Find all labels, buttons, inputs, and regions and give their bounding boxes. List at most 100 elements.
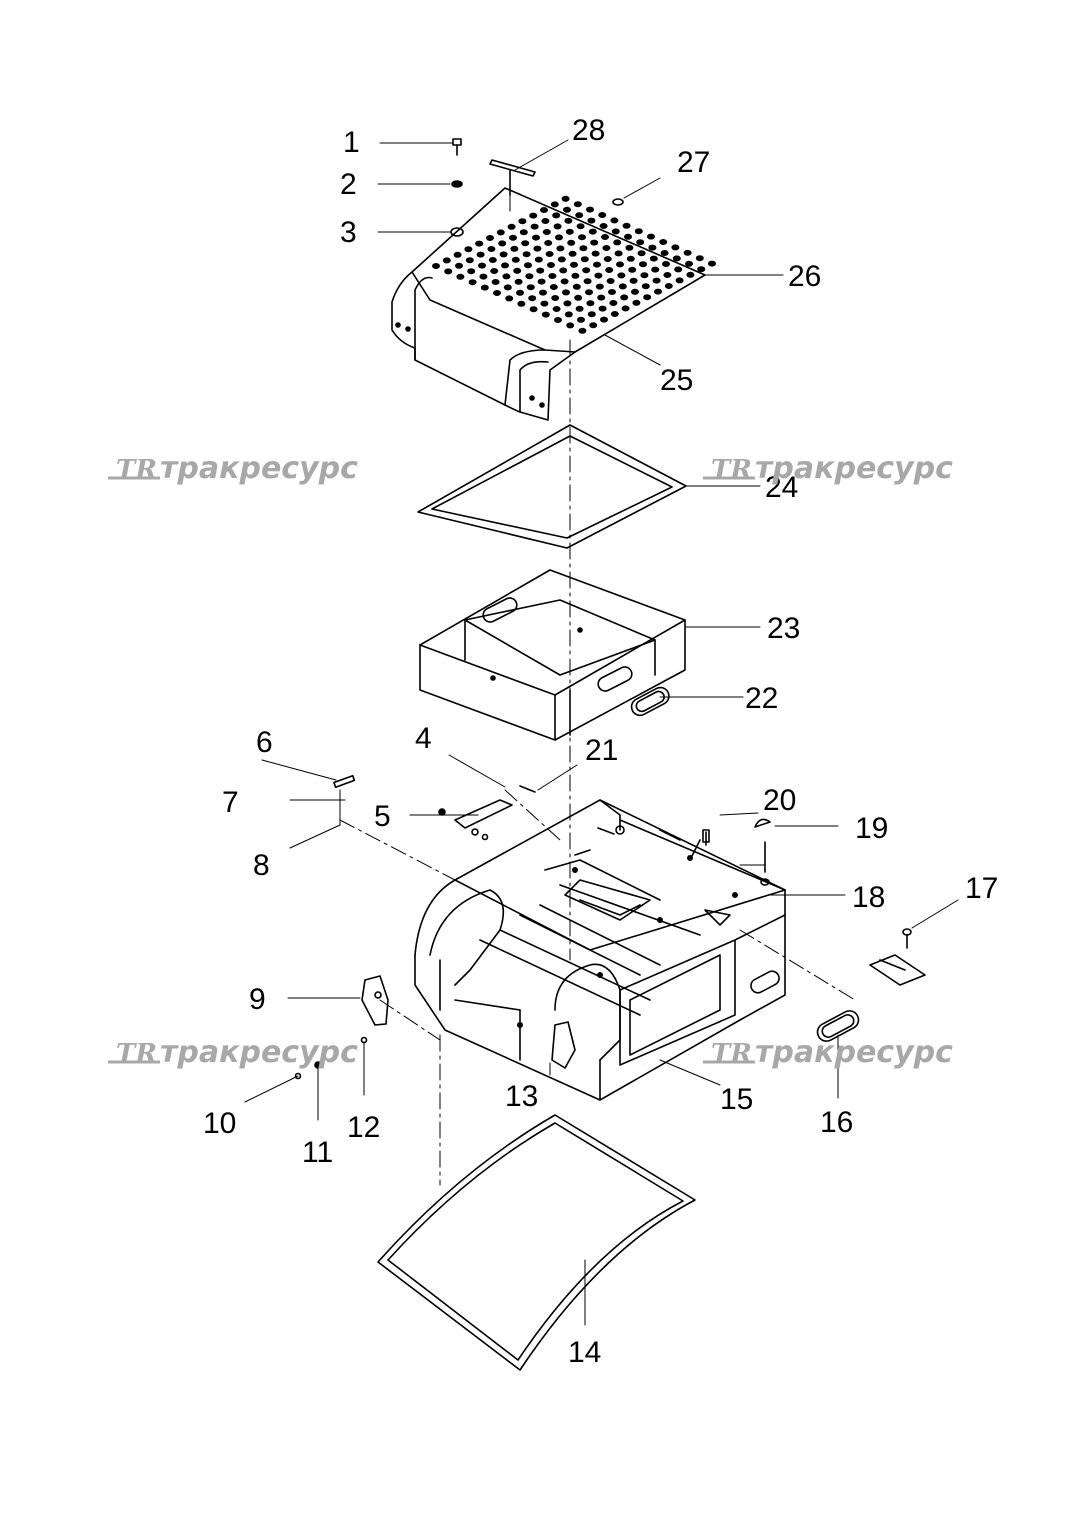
perforation-hole xyxy=(595,283,604,290)
perforation-hole xyxy=(502,273,511,280)
watermark-brand: тракресурс xyxy=(160,451,358,486)
perforation-hole xyxy=(590,239,599,246)
grommet-part-16 xyxy=(816,1010,860,1042)
grommet-part-22 xyxy=(630,686,670,717)
perforation-pattern xyxy=(431,195,717,334)
perforation-hole xyxy=(628,266,637,273)
watermark-logo: TR xyxy=(116,455,157,485)
perforation-hole xyxy=(649,255,658,262)
perforation-hole xyxy=(695,255,704,262)
callout-7: 7 xyxy=(222,786,239,819)
callout-6: 6 xyxy=(256,726,273,759)
perforation-hole xyxy=(617,272,626,279)
perforation-hole xyxy=(643,294,652,301)
perforation-hole xyxy=(468,279,477,286)
perforation-hole xyxy=(431,262,440,269)
perforation-hole xyxy=(453,251,462,258)
watermark-brand: тракресурс xyxy=(755,1035,953,1070)
perforation-hole xyxy=(505,295,514,302)
perforation-hole xyxy=(525,273,534,280)
perforation-hole xyxy=(571,272,580,279)
callout-2: 2 xyxy=(340,168,357,201)
callout-15: 15 xyxy=(720,1083,753,1116)
perforation-hole xyxy=(488,256,497,263)
callout-26: 26 xyxy=(788,260,821,293)
perforation-hole xyxy=(637,250,646,257)
latch-part-9 xyxy=(294,975,389,1080)
perforation-hole xyxy=(574,294,583,301)
perforation-hole xyxy=(537,278,546,285)
perforation-hole xyxy=(631,288,640,295)
callout-23: 23 xyxy=(767,612,800,645)
perforation-hole xyxy=(674,266,683,273)
perforation-hole xyxy=(475,240,484,247)
perforation-hole xyxy=(551,294,560,301)
perforation-hole xyxy=(582,267,591,274)
perforation-hole xyxy=(556,245,565,252)
perforation-hole xyxy=(585,289,594,296)
perforation-hole xyxy=(476,251,485,258)
perforation-hole xyxy=(608,288,617,295)
mat-gasket-part-14 xyxy=(377,1114,696,1371)
perforation-hole xyxy=(583,278,592,285)
perforation-hole xyxy=(697,266,706,273)
perforation-hole xyxy=(539,289,548,296)
perforation-hole xyxy=(599,222,608,229)
callout-4: 4 xyxy=(415,722,432,755)
perforation-hole xyxy=(467,268,476,275)
callout-16: 16 xyxy=(820,1106,853,1139)
perforation-hole xyxy=(555,234,564,241)
callout-5: 5 xyxy=(374,800,391,833)
perforation-hole xyxy=(534,256,543,263)
perforation-hole xyxy=(532,234,541,241)
perforation-hole xyxy=(521,240,530,247)
perforation-hole xyxy=(442,257,451,264)
handle-part-28 xyxy=(489,159,536,196)
perforation-hole xyxy=(503,284,512,291)
washer-part-2 xyxy=(451,180,463,188)
callout-27: 27 xyxy=(677,146,710,179)
callout-24: 24 xyxy=(765,471,798,504)
lever-part-4 xyxy=(438,785,536,841)
perforation-hole xyxy=(490,267,499,274)
perforation-hole xyxy=(586,206,595,213)
perforation-hole xyxy=(572,283,581,290)
perforation-hole xyxy=(554,316,563,323)
perforation-hole xyxy=(487,245,496,252)
perforation-hole xyxy=(576,223,585,230)
bolt-part-20 xyxy=(702,829,710,846)
callout-13: 13 xyxy=(505,1080,538,1113)
perforation-hole xyxy=(632,299,641,306)
bolt-part-1 xyxy=(452,138,462,156)
perforation-hole xyxy=(479,273,488,280)
watermark-bottom-left: TR тракресурс xyxy=(108,1035,358,1070)
perforation-hole xyxy=(480,284,489,291)
perforation-hole xyxy=(511,256,520,263)
perforation-hole xyxy=(610,310,619,317)
perforation-hole xyxy=(577,316,586,323)
perforation-hole xyxy=(522,251,531,258)
watermark-logo: TR xyxy=(116,1039,157,1069)
perforation-hole xyxy=(517,300,526,307)
tray-part-23 xyxy=(419,569,686,741)
perforation-hole xyxy=(524,262,533,269)
callout-1: 1 xyxy=(343,126,360,159)
perforation-hole xyxy=(526,284,535,291)
perforation-hole xyxy=(549,283,558,290)
perforation-hole xyxy=(606,277,615,284)
perforation-hole xyxy=(573,201,582,208)
perforation-hole xyxy=(587,311,596,318)
perforation-hole xyxy=(672,255,681,262)
callout-18: 18 xyxy=(852,881,885,914)
perforation-hole xyxy=(563,206,572,213)
perforation-hole xyxy=(594,272,603,279)
perforation-hole xyxy=(496,229,505,236)
perforation-hole xyxy=(621,305,630,312)
plug-part-27 xyxy=(612,198,624,206)
perforation-hole xyxy=(616,261,625,268)
perforation-hole xyxy=(675,277,684,284)
watermark-logo: TR xyxy=(711,455,752,485)
callout-22: 22 xyxy=(745,682,778,715)
perforation-hole xyxy=(547,261,556,268)
perforation-hole xyxy=(611,228,620,235)
